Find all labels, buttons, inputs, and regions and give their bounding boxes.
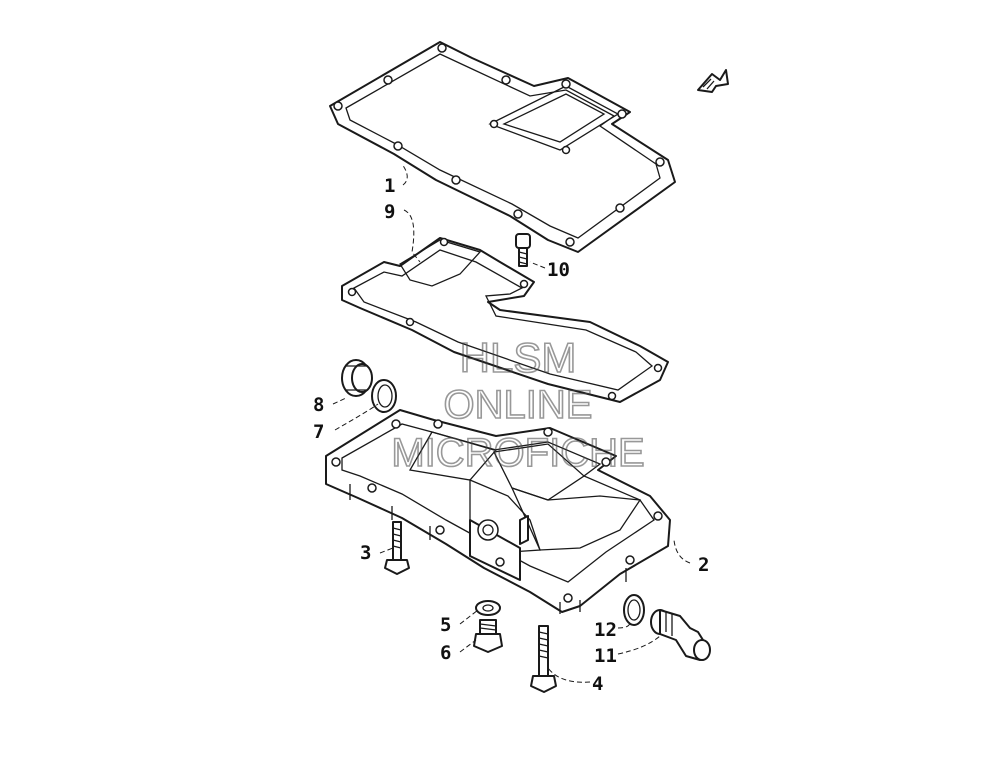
- oil-pan-part-2: [325, 409, 671, 614]
- bolt-part-3: [384, 521, 410, 575]
- watermark: HLSM ONLINE MICROFICHE: [391, 333, 646, 476]
- callout-7: 7: [313, 421, 324, 443]
- gasket-part-1: [329, 41, 676, 253]
- watermark-line-3: MICROFICHE: [391, 431, 644, 475]
- o-ring-part-12: [623, 594, 645, 626]
- o-ring-part-7: [371, 379, 397, 413]
- bolt-part-4: [530, 625, 557, 693]
- drain-plug-part-6: [473, 619, 503, 653]
- callout-10: 10: [547, 259, 570, 281]
- callout-2: 2: [698, 554, 709, 576]
- leader-lines: [332, 163, 691, 683]
- washer-part-5: [475, 600, 501, 616]
- callout-4: 4: [592, 673, 603, 695]
- front-arrow-icon: [697, 69, 729, 93]
- callout-12: 12: [594, 619, 617, 641]
- callout-11: 11: [594, 645, 617, 667]
- callout-6: 6: [440, 642, 451, 664]
- plate-part-9: [341, 237, 669, 403]
- callout-5: 5: [440, 614, 451, 636]
- watermark-line-2: ONLINE: [444, 383, 593, 427]
- plug-part-8: [341, 359, 373, 397]
- callout-8: 8: [313, 394, 324, 416]
- callout-1: 1: [384, 175, 395, 197]
- fitting-part-11: [650, 609, 711, 661]
- watermark-line-1: HLSM: [460, 334, 577, 381]
- callout-3: 3: [360, 542, 371, 564]
- screw-part-10: [515, 233, 531, 267]
- callout-9: 9: [384, 201, 395, 223]
